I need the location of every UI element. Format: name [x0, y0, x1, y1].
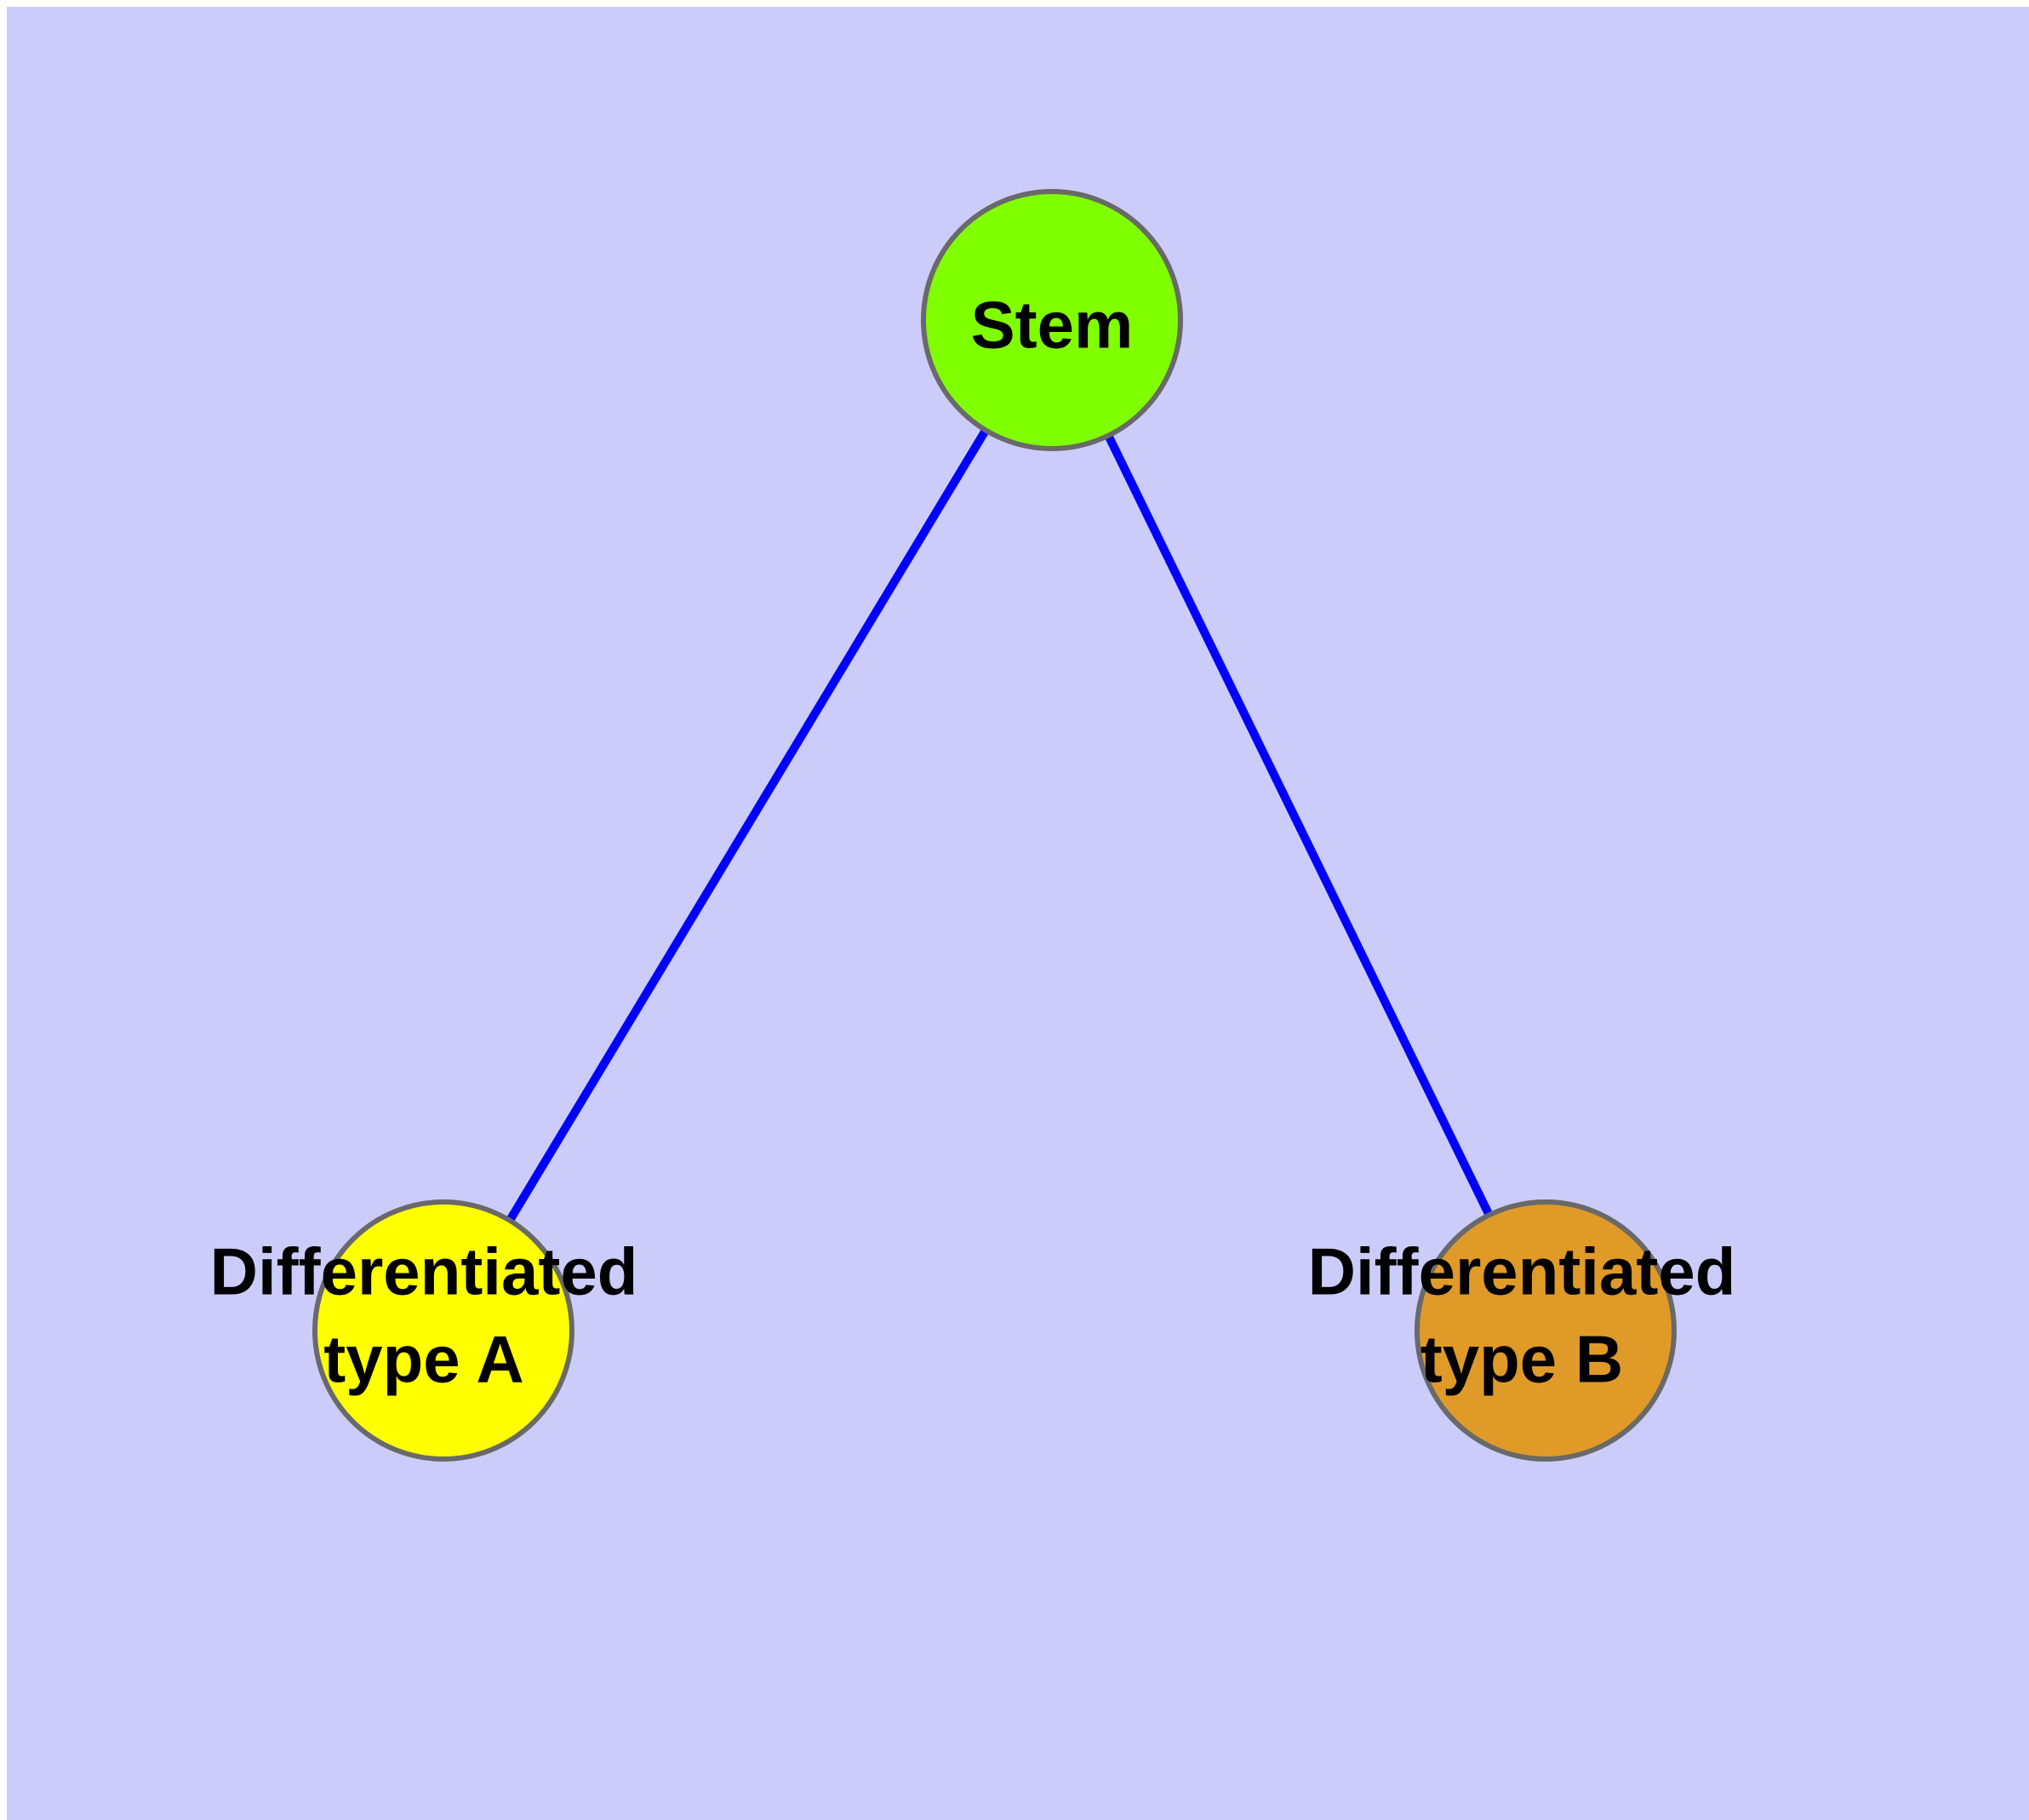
node-stem-label: Stem	[971, 288, 1134, 363]
graph-svg: Stem Differentiated type A Differentiate…	[210, 189, 1736, 1462]
node-differentiated-type-a[interactable]: Differentiated type A	[210, 1199, 638, 1462]
node-differentiated-type-b[interactable]: Differentiated type B	[1308, 1199, 1736, 1462]
node-differentiated-type-b-label-line1: Differentiated	[1308, 1234, 1736, 1309]
node-stem[interactable]: Stem	[921, 189, 1183, 451]
node-differentiated-type-a-circle[interactable]	[312, 1199, 574, 1462]
node-differentiated-type-b-circle[interactable]	[1415, 1199, 1677, 1462]
edges-layer	[439, 318, 1550, 1333]
node-differentiated-type-a-label-line2: type A	[323, 1322, 524, 1397]
edge-stem-to-differentiated-type-b[interactable]	[1048, 318, 1550, 1333]
node-differentiated-type-a-label-line1: Differentiated	[210, 1234, 638, 1309]
edge-stem-to-differentiated-type-a[interactable]	[439, 318, 1056, 1333]
nodes-layer: Stem Differentiated type A Differentiate…	[210, 189, 1736, 1462]
node-stem-circle[interactable]	[921, 189, 1183, 451]
graph-plot-area: Stem Differentiated type A Differentiate…	[7, 7, 2029, 1820]
node-differentiated-type-b-label-line2: type B	[1420, 1322, 1623, 1397]
